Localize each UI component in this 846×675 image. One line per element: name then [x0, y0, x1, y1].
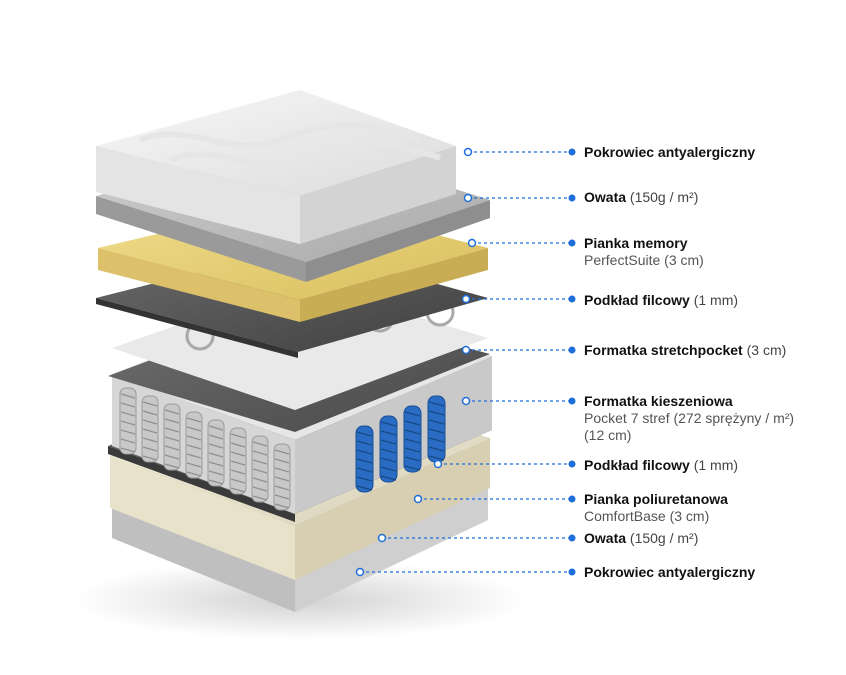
callout-dot	[568, 460, 576, 468]
blue-spring-coil	[379, 415, 398, 483]
callout-dot	[568, 239, 576, 247]
callout-anchor	[461, 345, 471, 355]
callout-dot	[568, 534, 576, 542]
callout-anchor	[461, 294, 471, 304]
callout-anchor	[433, 459, 443, 469]
label-top-cover: Pokrowiec antyalergiczny	[584, 144, 756, 160]
spring-coil	[163, 403, 181, 471]
callout-dot	[568, 346, 576, 354]
label-pocket-core: Formatka kieszeniowa Pocket 7 stref (272…	[584, 393, 795, 443]
label-memory-foam: Pianka memory PerfectSuite (3 cm)	[584, 235, 704, 268]
top-cover-layer	[96, 90, 456, 244]
callout-anchor	[467, 238, 477, 248]
spring-coil	[141, 395, 159, 463]
callout-dot	[568, 568, 576, 576]
label-top-wadding: Owata (150g / m²)	[584, 189, 699, 205]
callout-anchor	[413, 494, 423, 504]
spring-coil	[119, 387, 137, 455]
label-bottom-wadding: Owata (150g / m²)	[584, 530, 699, 546]
label-stretchpocket: Formatka stretchpocket (3 cm)	[584, 342, 787, 358]
callout-anchor	[463, 147, 473, 157]
spring-coil	[207, 419, 225, 487]
callout-anchor	[463, 193, 473, 203]
spring-coil	[229, 427, 247, 495]
label-pu-foam: Pianka poliuretanowa ComfortBase (3 cm)	[584, 491, 728, 524]
callout-dot	[568, 295, 576, 303]
callout-dot	[568, 148, 576, 156]
label-upper-felt: Podkład filcowy (1 mm)	[584, 292, 739, 308]
label-bottom-cover: Pokrowiec antyalergiczny	[584, 564, 756, 580]
callout-dot	[568, 194, 576, 202]
callout-anchor	[461, 396, 471, 406]
spring-coil	[251, 435, 269, 503]
callout-dot	[568, 495, 576, 503]
spring-coil	[273, 443, 291, 511]
blue-spring-coil	[403, 405, 422, 473]
callout-dot	[568, 397, 576, 405]
callout-anchor	[355, 567, 365, 577]
blue-spring-coil	[355, 425, 374, 493]
spring-coil	[185, 411, 203, 479]
label-lower-felt: Podkład filcowy (1 mm)	[584, 457, 739, 473]
callout-anchor	[377, 533, 387, 543]
